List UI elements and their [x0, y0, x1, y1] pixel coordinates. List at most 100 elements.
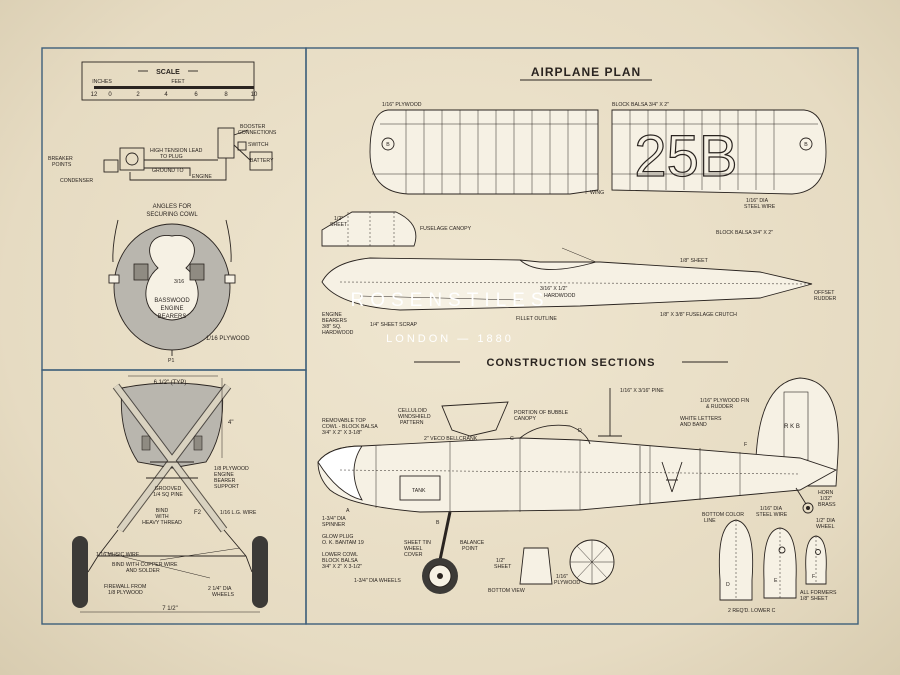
label-pine: 1/16" X 3/16" PINE	[620, 388, 664, 394]
label-points: POINTS	[52, 162, 72, 168]
label-section-d: D	[578, 428, 582, 434]
label-condenser: CONDENSER	[60, 178, 93, 184]
label-bellcrank: 2" VECO BELLCRANK	[424, 436, 478, 442]
construction-side-view: 1/16" X 3/16" PINE 1/16" PLYWOOD FIN & R…	[317, 377, 839, 614]
label-breaker: BREAKER	[48, 156, 73, 162]
label-grooved: GROOVED	[155, 486, 182, 492]
label-canopy-sheet: SHEET	[330, 222, 348, 228]
tail-letters: R K B	[784, 424, 800, 430]
plan-title: AIRPLANE PLAN	[531, 65, 641, 79]
label-hardwood: HARDWOOD	[544, 293, 576, 299]
wing-left-panel	[369, 109, 599, 195]
label-booster: CONNECTIONS	[238, 130, 277, 136]
panel-main	[305, 47, 859, 625]
label-steel: STEEL WIRE	[756, 512, 788, 518]
label-fillet: FILLET OUTLINE	[516, 316, 557, 322]
label-balance: POINT	[462, 546, 479, 552]
scale-tick: 8	[224, 92, 228, 98]
construction-title: CONSTRUCTION SECTIONS	[487, 357, 656, 369]
label-spinner: SPINNER	[322, 522, 345, 528]
label-lower-c: 2 REQ'D. LOWER C	[728, 608, 776, 614]
label-engine-bearers: 3/8" SQ.	[322, 324, 341, 330]
label-half-sheet: 1/2"	[496, 558, 505, 564]
label-f2: F2	[194, 510, 202, 516]
watermark: ROSENSTILES LONDON — 1880	[350, 290, 543, 345]
label-tail-wheel: WHEEL	[816, 524, 835, 530]
label-lower-cowl: LOWER COWL	[322, 552, 358, 558]
label-white: AND BAND	[680, 422, 707, 428]
panel-frames	[41, 47, 859, 625]
label-bind: HEAVY THREAD	[142, 520, 182, 526]
label-high-tension: TO PLUG	[160, 154, 183, 160]
label-lower-cowl: 3/4" X 2" X 3-1/2"	[322, 564, 362, 570]
ignition-diagram: BREAKER POINTS CONDENSER HIGH TENSION LE…	[48, 124, 277, 184]
scale-tick: 12	[91, 92, 98, 98]
canopy-part	[321, 211, 417, 247]
label-plywood: 1/16 PLYWOOD	[206, 336, 250, 342]
fuselage-plan: 1/2" SHEET FUSELAGE CANOPY BLOCK BALSA 3…	[321, 211, 836, 336]
label-ground: GROUND TO	[152, 168, 184, 174]
label-top-cowl: REMOVABLE TOP	[322, 418, 366, 424]
label-grooved: 1/4 SQ PINE	[153, 492, 183, 498]
label-horn: 1/32"	[820, 496, 832, 502]
label-offset-rudder: OFFSET	[814, 290, 835, 296]
scale-feet: FEET	[171, 79, 185, 85]
label-former-e: E	[774, 578, 778, 584]
label-bottom-color: BOTTOM COLOR	[702, 512, 744, 518]
label-side-dim: 4"	[228, 420, 233, 426]
label-wheel-cover: SHEET TIN	[404, 540, 431, 546]
label-angles: ANGLES FOR	[153, 204, 192, 210]
label-basswood: BASSWOOD	[154, 298, 190, 304]
label-section-b: B	[436, 520, 440, 526]
label-basswood: BEARERS	[158, 314, 187, 320]
landing-gear-diagram: 6 1/2" (TYP) 4" 1/8 PLYWOOD ENGINE BEARE…	[72, 375, 268, 613]
label-wheels: 1-3/4" DIA WHEELS	[354, 578, 401, 584]
label-tail-wheel: 1/2" DIA	[816, 518, 836, 524]
label-formers: 1/8" SHEET	[800, 596, 829, 602]
label-bubble: PORTION OF BUBBLE	[514, 410, 569, 416]
label-lg-wheels: WHEELS	[212, 592, 234, 598]
label-hardwood: 3/16" X 1/2"	[540, 286, 567, 292]
label-switch: SWITCH	[248, 142, 269, 148]
label-horn: BRASS	[818, 502, 836, 508]
label-plywood-former: 1/16"	[556, 574, 568, 580]
label-wing-b: B	[804, 142, 808, 148]
label-bottom-view: BOTTOM VIEW	[488, 588, 525, 594]
label-wing: WING	[590, 190, 604, 196]
label-lg-plywood: 1/8 PLYWOOD	[214, 466, 249, 472]
label-fin: & RUDDER	[706, 404, 733, 410]
label-lower-cowl: BLOCK BALSA	[322, 558, 358, 564]
label-copper: AND SOLDER	[126, 568, 160, 574]
label-wheel-cover: COVER	[404, 552, 423, 558]
label-wing-balsa: BLOCK BALSA 3/4" X 2"	[612, 102, 669, 108]
label-section-f: F	[744, 442, 747, 448]
cowl-former-diagram: ANGLES FOR SECURING COWL 3/16 BASSWOOD E…	[108, 204, 250, 364]
label-engine-bearers: ENGINE	[322, 312, 342, 318]
label-booster: BOOSTER	[240, 124, 266, 130]
label-former-f: F	[812, 574, 815, 580]
label-angles: SECURING COWL	[146, 212, 198, 218]
label-section-a: A	[346, 508, 350, 514]
label-glow: GLOW PLUG	[322, 534, 353, 540]
wing-marking: 25B	[634, 124, 737, 189]
scale-tick: 2	[136, 92, 140, 98]
label-lg-plywood: ENGINE	[214, 472, 234, 478]
label-steel: 1/16" DIA	[760, 506, 783, 512]
watermark-sub: LONDON — 1880	[386, 333, 514, 345]
label-p1: P1	[168, 358, 174, 364]
label-formers: ALL FORMERS	[800, 590, 837, 596]
scale-bar	[94, 86, 254, 89]
label-engine-bearers: BEARERS	[322, 318, 347, 324]
label-top-dim: 6 1/2" (TYP)	[154, 380, 187, 386]
label-wheel-cover: WHEEL	[404, 546, 423, 552]
label-balance: BALANCE	[460, 540, 485, 546]
label-former-d: D	[726, 582, 730, 588]
label-plywood-former: PLYWOOD	[554, 580, 580, 586]
label-battery: BATTERY	[250, 158, 274, 164]
label-section-c: C	[510, 436, 514, 442]
label-firewall: 1/8 PLYWOOD	[108, 590, 143, 596]
battery-shape	[249, 151, 273, 171]
construction-title-block: CONSTRUCTION SECTIONS	[414, 357, 728, 369]
